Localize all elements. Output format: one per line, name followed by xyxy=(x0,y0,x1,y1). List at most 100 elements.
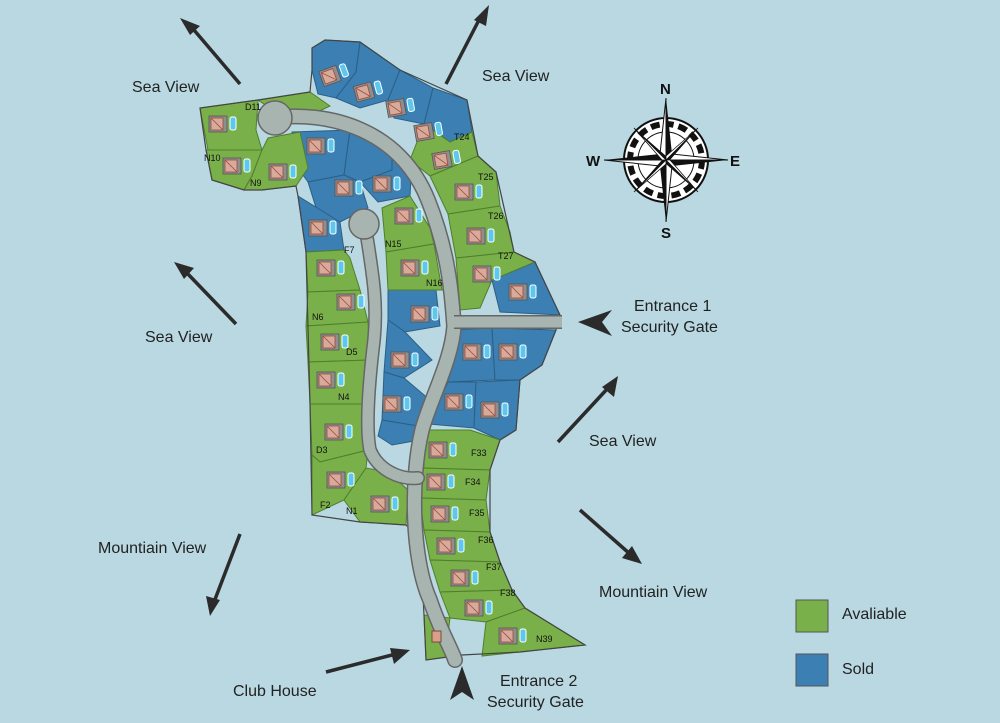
house-with-pool-icon xyxy=(306,137,335,155)
legend-available-swatch xyxy=(795,599,829,633)
legend: Avaliable Sold xyxy=(795,599,907,687)
label-t25: T25 xyxy=(478,172,494,182)
house-with-pool-icon xyxy=(385,97,415,118)
label-n4: N4 xyxy=(338,392,350,402)
legend-sold-label: Sold xyxy=(842,661,874,678)
club-house-building[interactable] xyxy=(431,630,442,643)
house-with-pool-icon xyxy=(413,121,443,142)
house-with-pool-icon xyxy=(466,227,495,245)
arrow-sea-top-left-icon xyxy=(180,18,242,86)
entrance2-line2: Security Gate xyxy=(487,694,584,711)
compass-north: N xyxy=(660,81,671,98)
house-with-pool-icon xyxy=(454,183,483,201)
house-with-pool-icon xyxy=(382,395,411,413)
house-with-pool-icon xyxy=(450,569,479,587)
sea-view-label-mid-left: Sea View xyxy=(145,329,213,346)
house-with-pool-icon xyxy=(428,441,457,459)
house-with-pool-icon xyxy=(472,265,501,283)
roads xyxy=(257,100,562,668)
arrow-mountain-left-icon xyxy=(206,533,242,616)
house-with-pool-icon xyxy=(372,175,401,193)
house-with-pool-icon xyxy=(352,80,383,103)
club-house-label: Club House xyxy=(233,683,317,700)
entrance1-line1: Entrance 1 xyxy=(634,298,711,315)
label-n9: N9 xyxy=(250,178,262,188)
label-n10: N10 xyxy=(204,153,221,163)
label-n39: N39 xyxy=(536,634,553,644)
arrow-sea-top-right-icon xyxy=(444,5,489,85)
entrance1-line2: Security Gate xyxy=(621,319,718,336)
house-with-pool-icon xyxy=(498,627,527,645)
label-d3: D3 xyxy=(316,445,328,455)
house-with-pool-icon xyxy=(316,259,345,277)
house-with-pool-icon xyxy=(444,393,473,411)
house-with-pool-icon xyxy=(390,351,419,369)
cul-de-sac-north xyxy=(257,100,293,136)
plot-labels: D11 N10 N9 F7 N15 N16 N6 D5 N4 D3 F2 N1 … xyxy=(204,102,553,644)
inner-road-surface xyxy=(359,219,424,484)
label-d5: D5 xyxy=(346,347,358,357)
house-with-pool-icon xyxy=(318,63,349,88)
house-with-pool-icon xyxy=(431,149,461,170)
arrow-sea-mid-left-icon xyxy=(174,262,238,326)
label-t26: T26 xyxy=(488,211,504,221)
sea-view-label-top-right: Sea View xyxy=(482,68,550,85)
house-with-pool-icon xyxy=(426,473,455,491)
house-with-pool-icon xyxy=(400,259,429,277)
house-with-pool-icon xyxy=(336,293,365,311)
plot-sold-center-4[interactable] xyxy=(377,419,421,446)
label-t27: T27 xyxy=(498,251,514,261)
house-with-pool-icon xyxy=(498,343,527,361)
label-d11: D11 xyxy=(245,102,261,112)
sea-view-label-top-left: Sea View xyxy=(132,79,200,96)
house-with-pool-icon xyxy=(464,599,493,617)
house-with-pool-icon xyxy=(370,495,399,513)
mountain-view-label-right: Mountiain View xyxy=(599,584,708,601)
house-with-pool-icon xyxy=(316,371,345,389)
label-f36: F36 xyxy=(478,535,494,545)
house-with-pool-icon xyxy=(308,219,337,237)
house-with-pool-icon xyxy=(334,179,363,197)
compass-south: S xyxy=(661,225,671,242)
main-road-surface xyxy=(263,109,462,667)
label-n6: N6 xyxy=(312,312,324,322)
arrow-sea-mid-right-icon xyxy=(556,376,618,444)
label-t24: T24 xyxy=(454,132,470,142)
house-with-pool-icon xyxy=(394,207,423,225)
houses-and-pools xyxy=(208,63,537,645)
label-f37: F37 xyxy=(486,562,502,572)
label-f33: F33 xyxy=(471,448,487,458)
entrance2-line1: Entrance 2 xyxy=(500,673,577,690)
legend-available-label: Avaliable xyxy=(842,606,907,623)
house-with-pool-icon xyxy=(326,471,355,489)
label-f34: F34 xyxy=(465,477,481,487)
house-with-pool-icon xyxy=(480,401,509,419)
label-f7: F7 xyxy=(344,245,355,255)
house-with-pool-icon xyxy=(462,343,491,361)
house-with-pool-icon xyxy=(320,333,349,351)
compass-rose-icon: N S E W xyxy=(586,81,740,242)
estate-boundary xyxy=(199,39,587,661)
house-with-pool-icon xyxy=(208,115,237,133)
map-labels: Sea View Sea View Sea View Sea View Moun… xyxy=(98,68,718,711)
house-with-pool-icon xyxy=(436,537,465,555)
compass-east: E xyxy=(730,153,740,170)
house-with-pool-icon xyxy=(268,163,297,181)
label-f2: F2 xyxy=(320,500,331,510)
compass-west: W xyxy=(586,153,601,170)
house-with-pool-icon xyxy=(324,423,353,441)
legend-sold-swatch xyxy=(795,653,829,687)
arrow-mountain-right-icon xyxy=(578,508,642,564)
house-with-pool-icon xyxy=(430,505,459,523)
label-n16: N16 xyxy=(426,278,443,288)
mountain-view-label-left: Mountiain View xyxy=(98,540,207,557)
entrance2-marker-icon[interactable] xyxy=(450,666,474,700)
view-arrows xyxy=(174,5,642,674)
label-f35: F35 xyxy=(469,508,485,518)
house-with-pool-icon xyxy=(222,157,251,175)
label-n15: N15 xyxy=(385,239,402,249)
sea-view-label-mid-right: Sea View xyxy=(589,433,657,450)
entrance1-marker-icon[interactable] xyxy=(578,310,612,336)
